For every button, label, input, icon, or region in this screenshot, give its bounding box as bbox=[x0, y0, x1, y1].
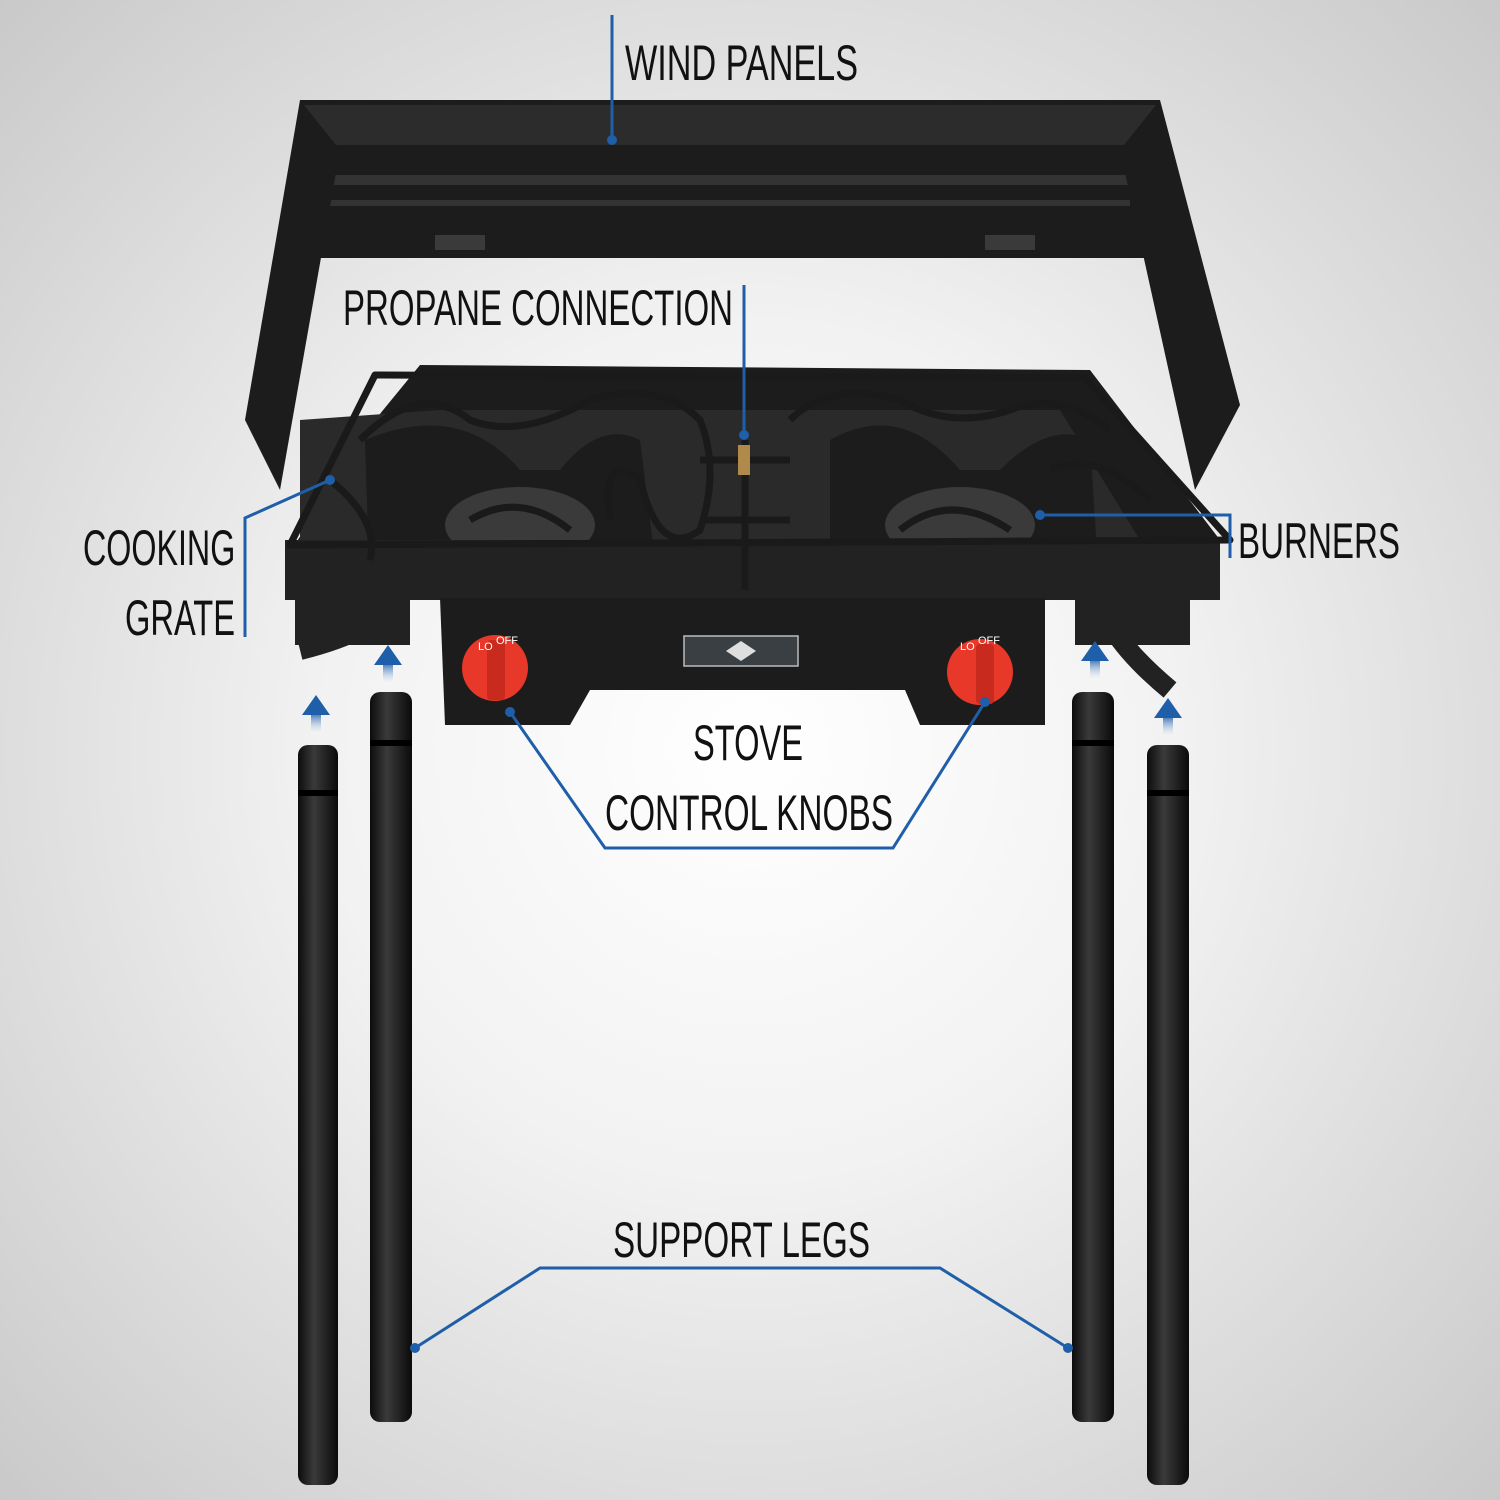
knob-lo-label: LO bbox=[478, 641, 493, 653]
control-knob-right[interactable]: LO OFF bbox=[947, 635, 1013, 705]
up-arrow-icon bbox=[1154, 698, 1182, 737]
label-support-legs: SUPPORT LEGS bbox=[613, 1212, 870, 1268]
label-cooking-grate-line2: GRATE bbox=[125, 590, 235, 646]
knob-lo-label: LO bbox=[960, 641, 975, 653]
knob-off-label: OFF bbox=[496, 635, 518, 647]
up-arrow-icon bbox=[302, 695, 330, 734]
support-legs bbox=[298, 692, 1189, 1485]
label-stove-control-knobs-line2: CONTROL KNOBS bbox=[605, 785, 893, 841]
brand-logo bbox=[726, 641, 756, 661]
knob-off-label: OFF bbox=[978, 635, 1000, 647]
leg-insert-arrows bbox=[302, 641, 1182, 737]
propane-fitting bbox=[738, 445, 750, 475]
leader-lines bbox=[243, 15, 1232, 1353]
label-stove-control-knobs-line1: STOVE bbox=[693, 715, 803, 771]
leg bbox=[1147, 745, 1189, 1485]
leg bbox=[298, 745, 338, 1485]
label-burners: BURNERS bbox=[1238, 513, 1400, 569]
wind-panel bbox=[245, 100, 1240, 490]
control-knob-left[interactable]: LO OFF bbox=[462, 635, 528, 701]
label-propane-connection: PROPANE CONNECTION bbox=[343, 280, 733, 336]
up-arrow-icon bbox=[1081, 641, 1109, 680]
label-wind-panels: WIND PANELS bbox=[625, 35, 858, 91]
label-cooking-grate-line1: COOKING bbox=[83, 520, 235, 576]
leg bbox=[370, 692, 412, 1422]
up-arrow-icon bbox=[374, 645, 402, 684]
leg bbox=[1072, 692, 1114, 1422]
